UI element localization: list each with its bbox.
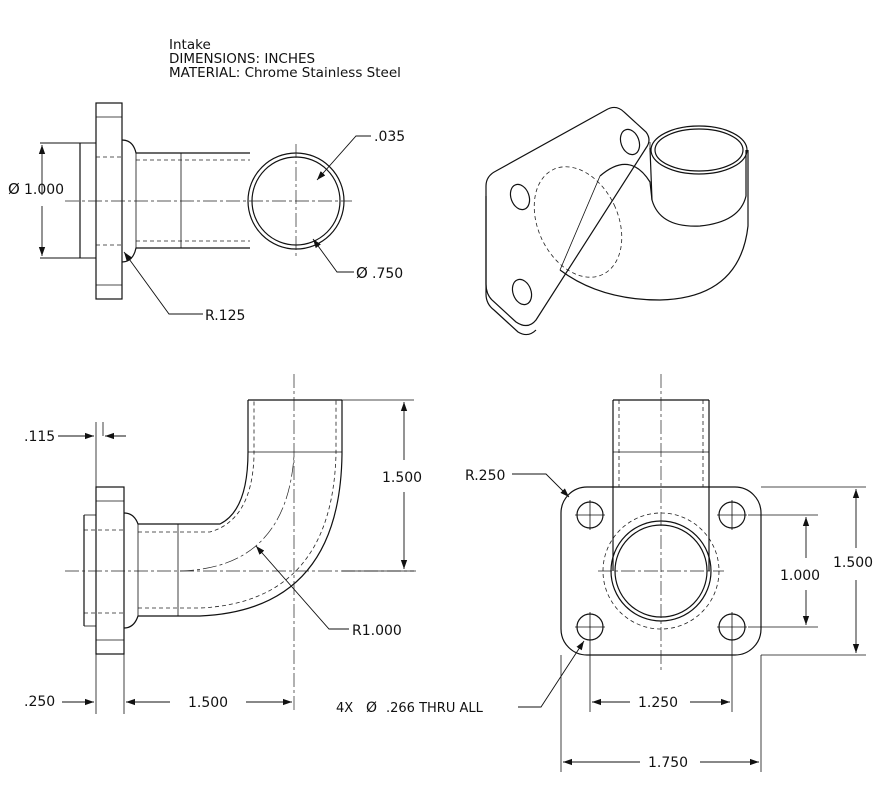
front-view [65,374,416,710]
dim-flange-thickness: .115 [24,429,55,445]
diameter-symbol: Ø [8,180,20,198]
side-view-bolt-hole [575,612,605,642]
iso-bolt-hole [509,183,531,211]
iso-bolt-hole [619,128,641,156]
top-view [65,102,352,300]
material-note: MATERIAL: Chrome Stainless Steel [169,65,401,81]
front-view-elbow-inner [123,400,249,525]
dim-vertical-height: 1.500 [382,470,422,486]
iso-elbow-outer [559,150,749,301]
dim-horizontal-run: 1.500 [188,695,228,711]
dim-overall-width: 1.750 [648,755,688,771]
dim-fillet-radius: R.125 [205,308,245,324]
side-view [560,374,762,670]
hole-callout-value: .266 THRU ALL [386,701,484,716]
front-view-flange [95,486,125,655]
dim-corner-radius: R.250 [465,468,505,484]
front-view-dimensions: .115 .250 1.500 1.500 R1.000 [24,399,422,714]
part-name: Intake [169,37,211,53]
iso-elbow-riser [649,147,747,227]
top-view-dimensions: Ø 1.000 .035 Ø .750 R.125 [8,129,405,324]
iso-elbow-upper [599,163,653,201]
isometric-view [485,106,749,336]
dim-flange-offset: .250 [24,694,55,710]
front-view-elbow-outer [123,400,343,629]
diameter-symbol: Ø [356,264,368,282]
side-view-bolt-hole [717,612,747,642]
dim-tube-diameter: .750 [372,266,403,282]
dim-overall-height: 1.500 [833,555,873,571]
iso-flange-plate [485,106,650,327]
diameter-symbol: Ø [366,700,377,716]
dim-hole-spacing-horizontal: 1.250 [638,695,678,711]
dim-wall-thickness: .035 [374,129,405,145]
dim-bend-radius: R1.000 [352,623,402,639]
iso-pipe-end-outer [650,125,748,175]
side-view-dimensions: R.250 1.000 1.500 1.250 1.750 4X Ø .266 … [336,468,873,772]
top-view-tube-lower-edge [121,247,250,263]
iso-pipe-end-inner [654,128,744,172]
top-view-tube-upper-edge [121,139,250,154]
hole-callout-prefix: 4X [336,701,353,716]
units-note: DIMENSIONS: INCHES [169,51,316,67]
dim-hole-spacing-vertical: 1.000 [780,568,820,584]
dim-flange-diameter: 1.000 [24,182,64,198]
side-view-bolt-hole [717,500,747,530]
iso-bolt-hole [511,278,533,306]
title-block: Intake DIMENSIONS: INCHES MATERIAL: Chro… [169,38,401,80]
side-view-bolt-hole [575,500,605,530]
